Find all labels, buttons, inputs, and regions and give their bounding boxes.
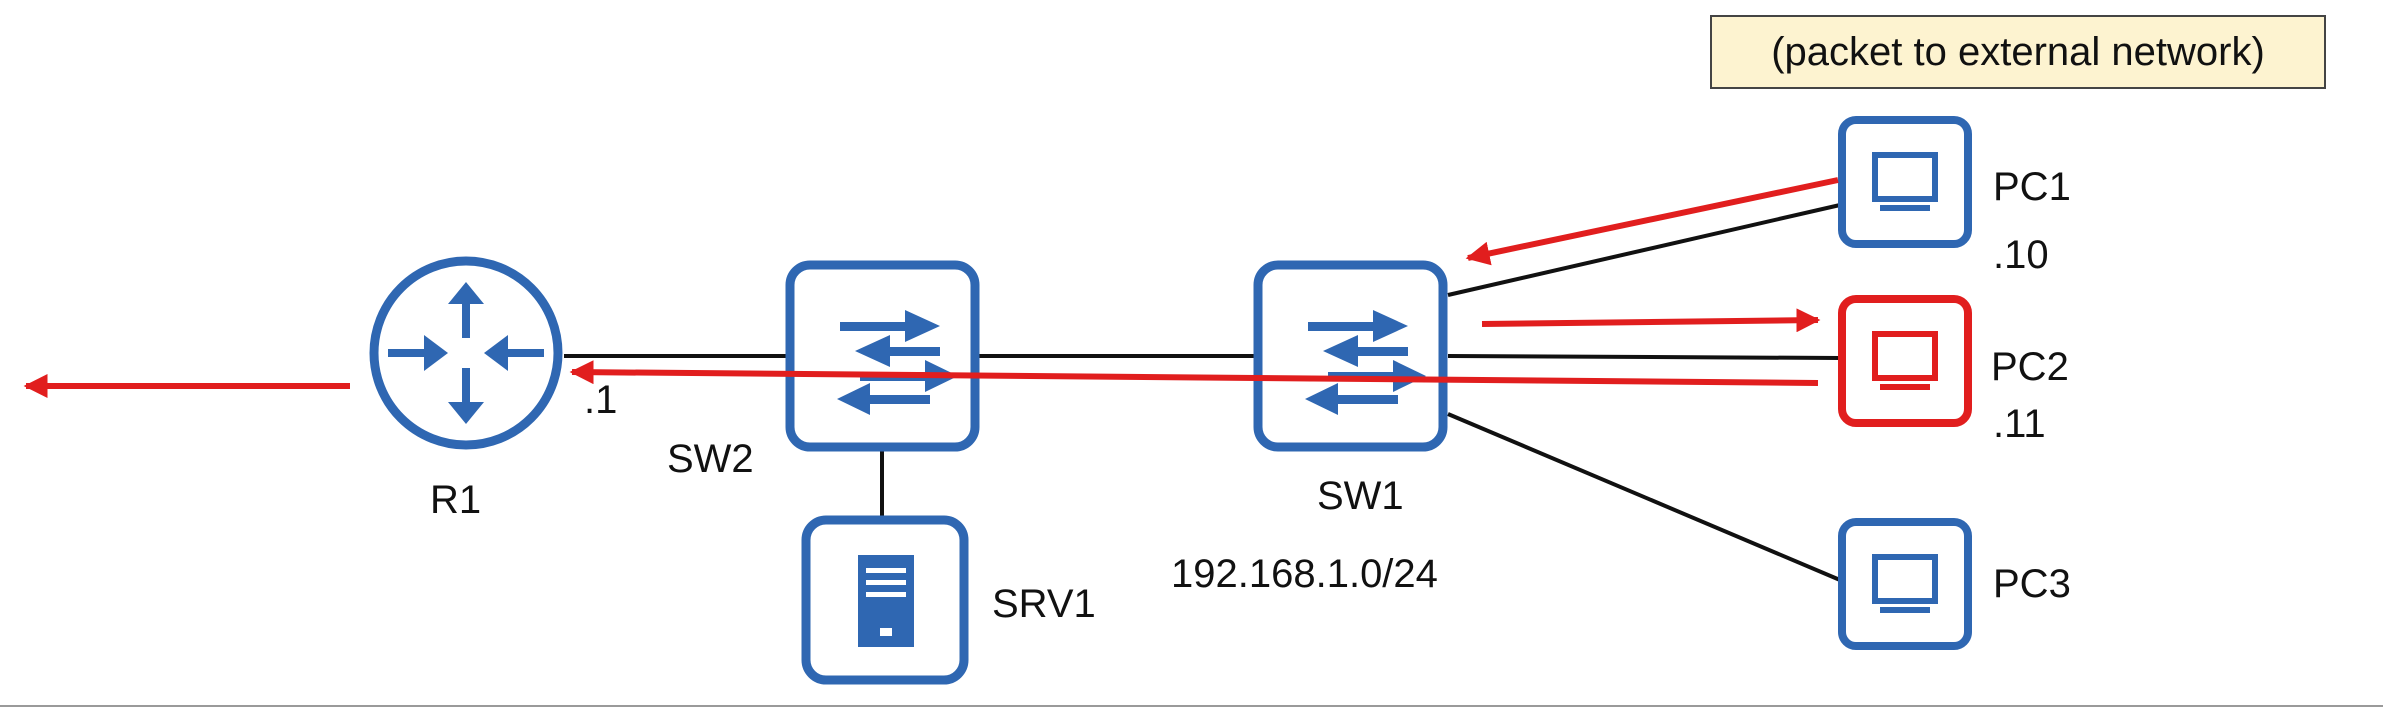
network-label: 192.168.1.0/24 (1171, 552, 1438, 596)
server-srv1[interactable] (801, 515, 969, 685)
monitor-icon (1872, 331, 1938, 390)
caption-box: (packet to external network) (1710, 15, 2326, 89)
switch-sw1[interactable] (1253, 260, 1448, 452)
pc-pc3[interactable] (1838, 518, 1972, 650)
pc1-ip-label: .10 (1993, 233, 2049, 277)
sw1-label: SW1 (1317, 474, 1404, 518)
packet-flow (23, 177, 1839, 398)
link-sw1-pc1 (1447, 203, 1841, 297)
router-icon (388, 282, 544, 424)
pc2-label: PC2 (1991, 345, 2069, 389)
pc-pc1[interactable] (1838, 116, 1972, 248)
server-icon (858, 555, 914, 647)
switch-sw2[interactable] (785, 260, 980, 452)
sw2-label: SW2 (667, 437, 754, 481)
pc2-ip-label: .11 (1993, 402, 2046, 446)
pc1-label: PC1 (1993, 165, 2071, 209)
arrow-sw1-to-pc2 (1481, 308, 1821, 333)
links (564, 203, 1841, 582)
pc3-label: PC3 (1993, 562, 2071, 606)
arrow-pc2-to-r1 (569, 360, 1819, 386)
arrow-pc1-to-sw1 (1465, 177, 1839, 266)
monitor-icon (1872, 554, 1938, 613)
link-sw1-pc2 (1447, 354, 1841, 360)
r1-label: R1 (430, 478, 481, 522)
router-r1[interactable] (369, 256, 563, 450)
r1-ip-label: .1 (584, 378, 617, 422)
bottom-divider (0, 705, 2383, 707)
monitor-icon (1872, 152, 1938, 211)
pc-pc2[interactable] (1838, 295, 1972, 427)
srv1-label: SRV1 (992, 582, 1096, 626)
link-sw1-pc3 (1447, 412, 1841, 582)
